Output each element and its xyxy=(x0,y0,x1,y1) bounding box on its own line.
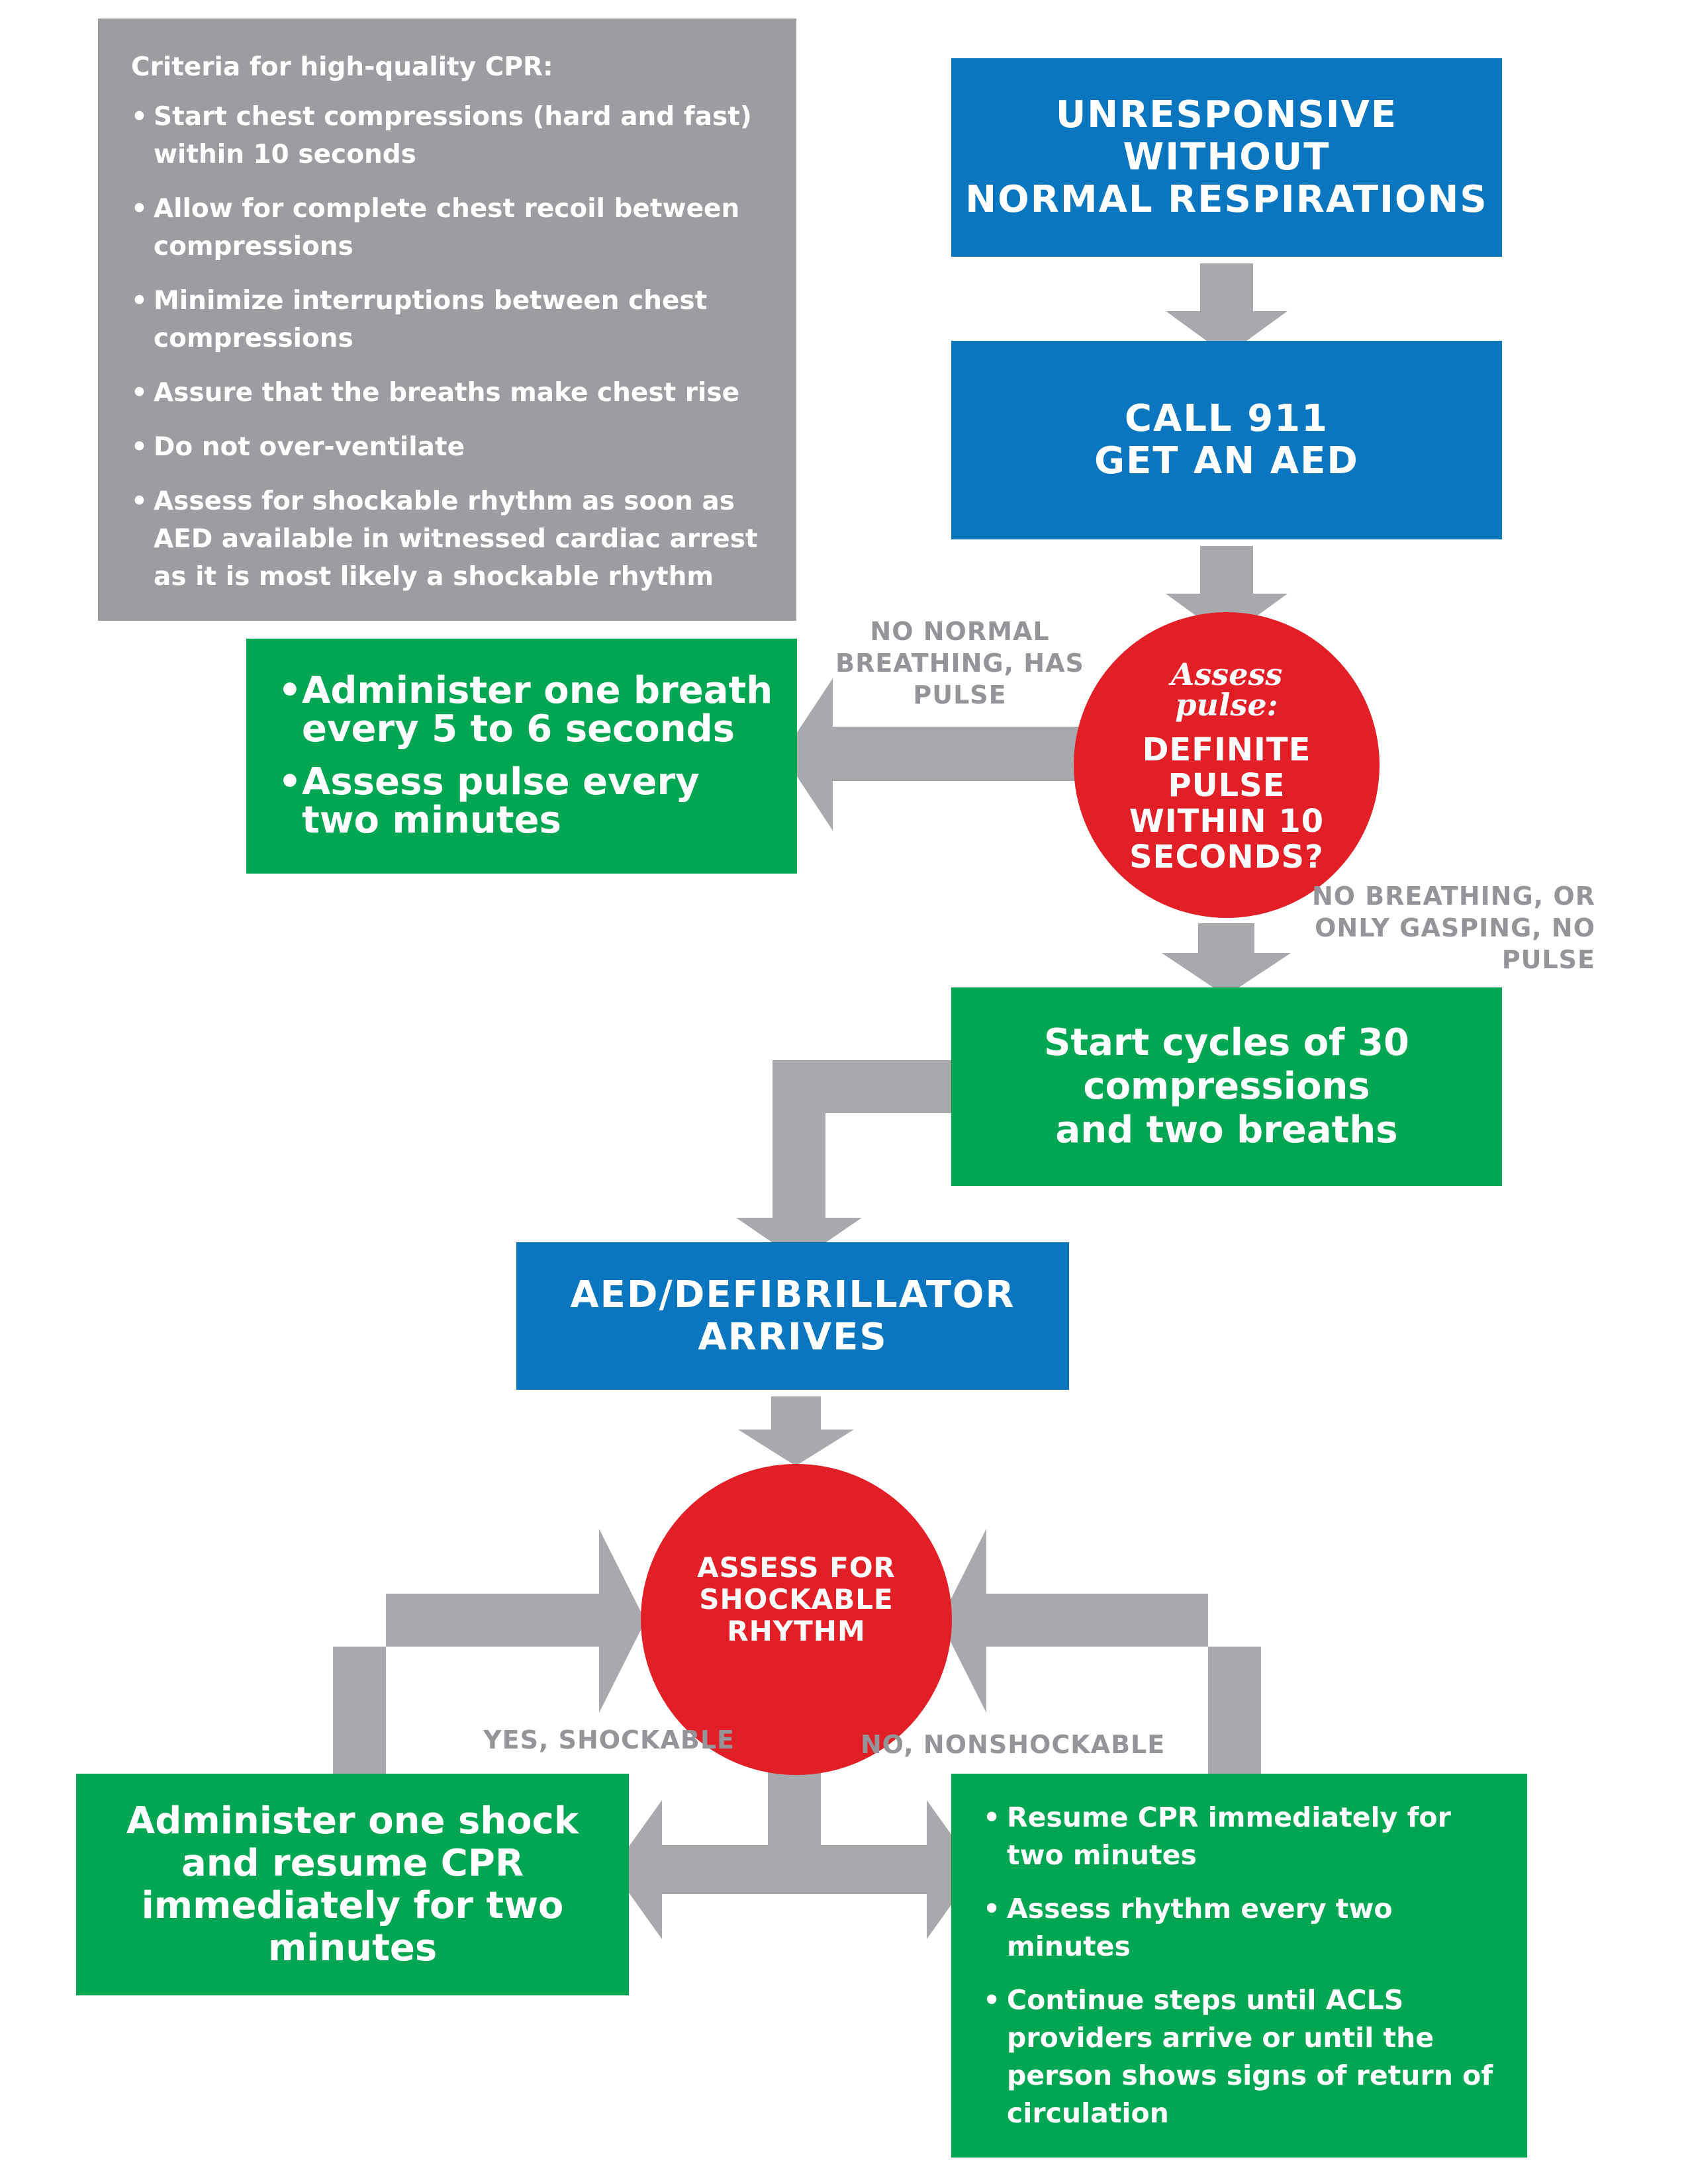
nonshock-item: Resume CPR immediately for two minutes xyxy=(983,1799,1501,1874)
rescue-breathing-box: Administer one breath every 5 to 6 secon… xyxy=(246,639,797,874)
label-yes-shockable: YES, SHOCKABLE xyxy=(483,1725,735,1754)
shock-box: Administer one shock and resume CPR imme… xyxy=(76,1774,629,1995)
criteria-item: Do not over-ventilate xyxy=(131,428,770,466)
arrow-loop-from-nonshock xyxy=(940,1529,1261,1774)
criteria-box: Criteria for high-quality CPR: Start che… xyxy=(98,19,796,621)
arrow-down-to-cycles xyxy=(1162,923,1291,996)
arrow-down-to-call xyxy=(1166,263,1288,355)
step-unresponsive: UNRESPONSIVE WITHOUT NORMAL RESPIRATIONS xyxy=(951,58,1502,257)
assess-pulse-script-label: Assess pulse: xyxy=(1170,657,1283,723)
arrow-split-to-outcomes xyxy=(612,1754,976,1939)
assess-pulse-circle: Assess pulse: DEFINITE PULSE WITHIN 10 S… xyxy=(1074,612,1380,918)
step-call-911: CALL 911 GET AN AED xyxy=(951,341,1502,539)
nonshock-item: Assess rhythm every two minutes xyxy=(983,1890,1501,1966)
criteria-item: Assess for shockable rhythm as soon as A… xyxy=(131,482,770,596)
label-has-pulse: NO NORMAL BREATHING, HAS PULSE xyxy=(835,617,1084,709)
criteria-item: Start chest compressions (hard and fast)… xyxy=(131,98,770,173)
label-no-nonshockable: NO, NONSHOCKABLE xyxy=(861,1730,1166,1759)
rescue-breathing-list: Administer one breath every 5 to 6 secon… xyxy=(278,672,777,840)
step-aed-arrives: AED/DEFIBRILLATOR ARRIVES xyxy=(516,1242,1069,1390)
nonshock-box: Resume CPR immediately for two minutes A… xyxy=(951,1774,1527,2158)
nonshock-list: Resume CPR immediately for two minutes A… xyxy=(983,1799,1501,2132)
assess-rhythm-text: ASSESS FOR SHOCKABLE RHYTHM xyxy=(697,1551,896,1647)
shock-box-text: Administer one shock and resume CPR imme… xyxy=(126,1799,579,1970)
step-start-cycles: Start cycles of 30 compressions and two … xyxy=(951,987,1502,1186)
criteria-item: Assure that the breaths make chest rise xyxy=(131,374,770,412)
criteria-item: Allow for complete chest recoil between … xyxy=(131,190,770,265)
rescue-breathing-item: Assess pulse every two minutes xyxy=(278,763,777,840)
arrow-down-to-assess-rhythm xyxy=(738,1396,854,1466)
arrow-elbow-to-aed xyxy=(736,1060,951,1261)
arrow-loop-from-shock xyxy=(333,1529,645,1774)
step-start-cycles-text: Start cycles of 30 compressions and two … xyxy=(1044,1021,1409,1152)
criteria-title: Criteria for high-quality CPR: xyxy=(131,52,553,82)
assess-pulse-question: DEFINITE PULSE WITHIN 10 SECONDS? xyxy=(1129,731,1325,876)
step-aed-arrives-text: AED/DEFIBRILLATOR ARRIVES xyxy=(570,1273,1015,1359)
criteria-list: Start chest compressions (hard and fast)… xyxy=(131,98,770,596)
assess-rhythm-circle: ASSESS FOR SHOCKABLE RHYTHM xyxy=(641,1464,952,1775)
nonshock-item: Continue steps until ACLS providers arri… xyxy=(983,1981,1501,2132)
step-unresponsive-text: UNRESPONSIVE WITHOUT NORMAL RESPIRATIONS xyxy=(965,93,1488,221)
criteria-item: Minimize interruptions between chest com… xyxy=(131,282,770,357)
rescue-breathing-item: Administer one breath every 5 to 6 secon… xyxy=(278,672,777,749)
arrow-left-to-rescue-breathing xyxy=(782,678,1086,831)
step-call-911-text: CALL 911 GET AN AED xyxy=(1094,397,1359,482)
label-no-pulse: NO BREATHING, OR ONLY GASPING, NO PULSE xyxy=(1311,882,1595,974)
